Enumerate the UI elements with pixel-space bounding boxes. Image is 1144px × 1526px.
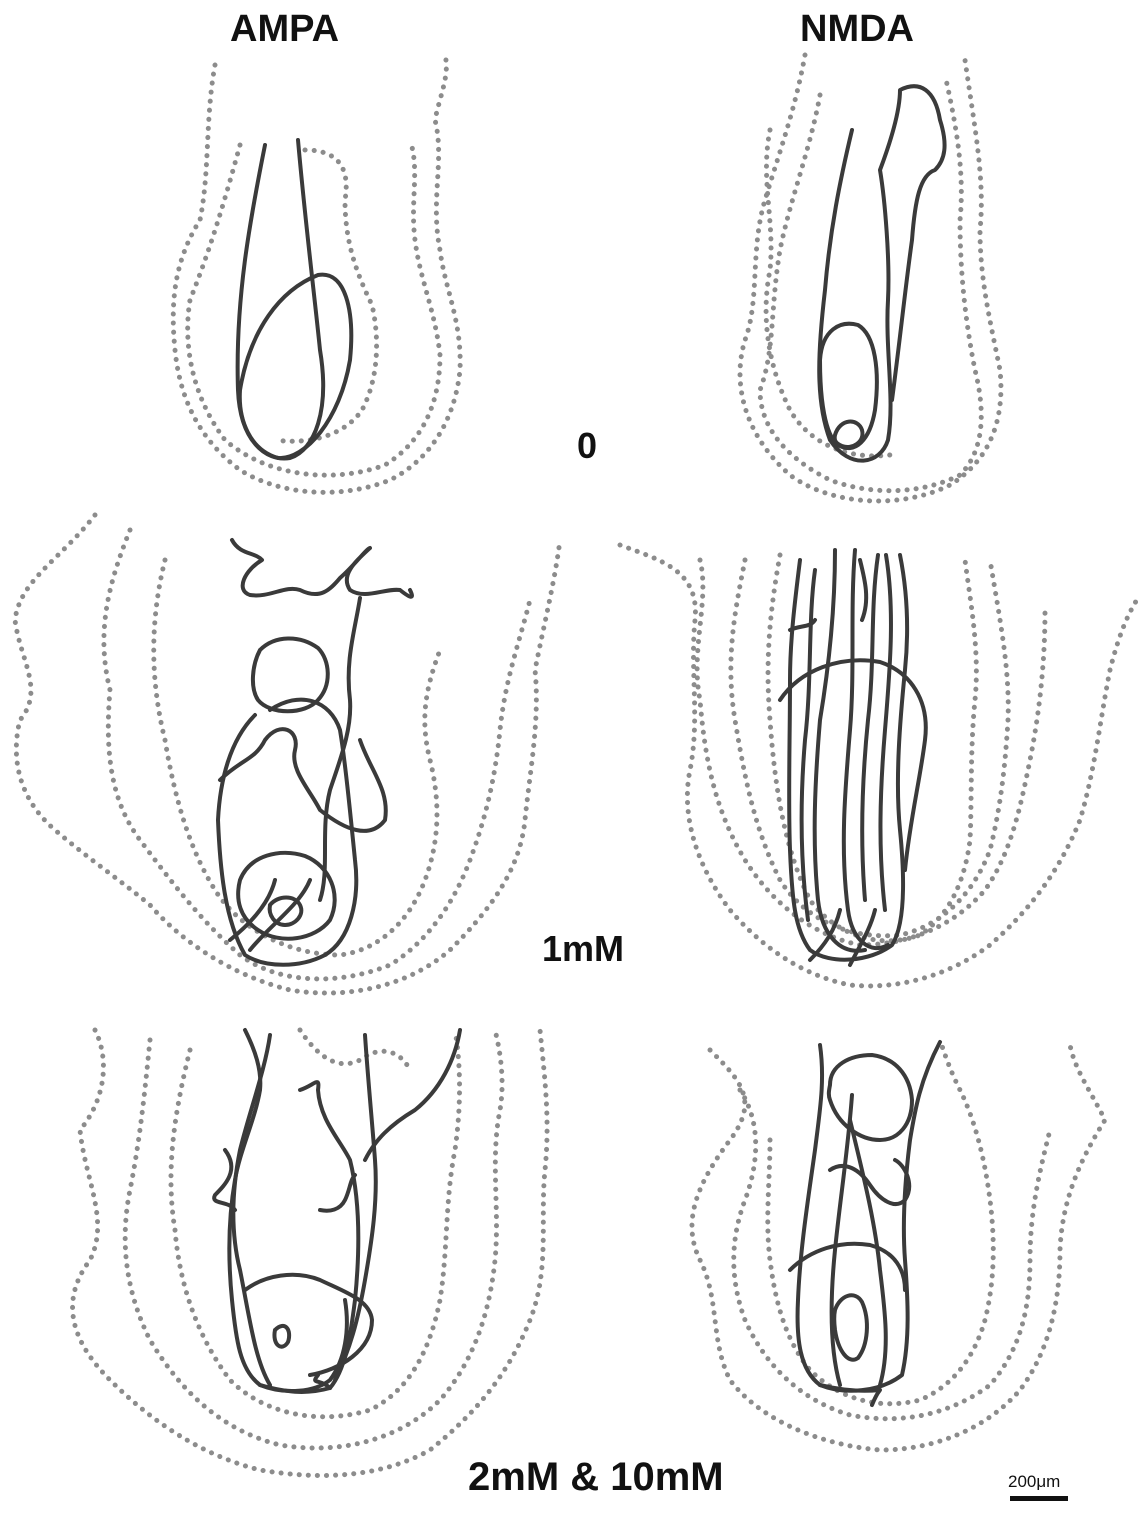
track-nmda-0-b [820,324,877,448]
panel-ampa-2mm [73,1030,548,1475]
outline-nmda-0-a [740,55,1001,501]
track-nmda-1mm-e [880,555,891,910]
track-nmda-2mm-c [832,1095,852,1385]
track-nmda-1mm-b [815,550,865,951]
outline-ampa-0-c [275,150,377,441]
outline-nmda-1mm-b [697,560,1045,945]
outline-ampa-2mm-c [171,1030,460,1417]
track-ampa-2mm-i [320,1175,355,1211]
panel-nmda-1mm [620,545,1140,986]
track-nmda-2mm-b [829,1055,912,1140]
outline-ampa-2mm-d [300,1030,410,1070]
panel-nmda-2mm [692,1040,1105,1450]
track-ampa-2mm-h [274,1326,289,1347]
track-ampa-2mm-b [233,1035,270,1385]
track-nmda-2mm-a [798,1042,940,1391]
outline-ampa-1mm-c [154,560,440,955]
track-nmda-0-a [819,86,944,460]
panel-ampa-0 [173,55,460,492]
track-ampa-2mm-e [365,1030,460,1160]
outline-nmda-1mm-a [620,545,1140,986]
track-nmda-2mm-d [850,1120,886,1385]
track-ampa-1mm-g [220,729,386,831]
track-nmda-2mm-e [790,1244,905,1290]
outline-nmda-2mm-a [692,1045,1105,1450]
panel-nmda-0 [740,55,1001,501]
panel-ampa-1mm [15,515,560,993]
outline-ampa-1mm-b [104,530,530,979]
track-nmda-0-c [835,422,863,447]
track-ampa-1mm-a [232,540,412,597]
outline-ampa-2mm-a [73,1030,548,1475]
outline-ampa-1mm-a [15,515,560,993]
outline-nmda-0-c [766,130,890,456]
track-nmda-2mm-f [834,1295,867,1359]
